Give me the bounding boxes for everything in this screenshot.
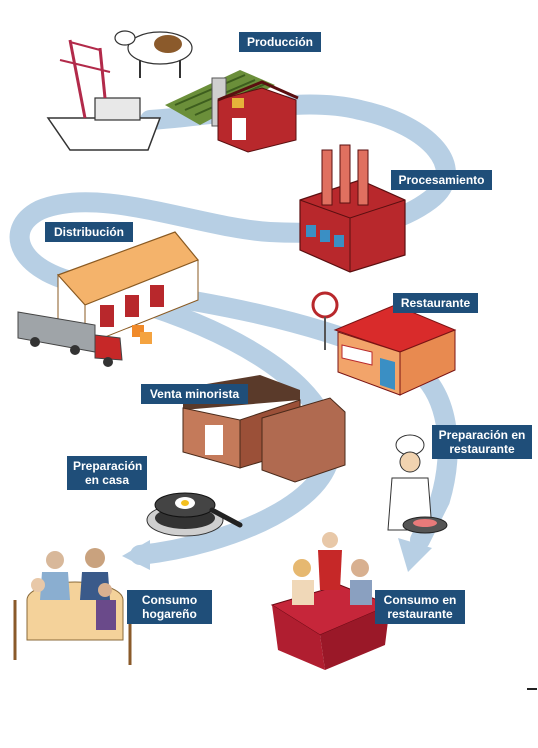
- label-line: restaurante: [449, 442, 515, 456]
- label-line: hogareño: [142, 607, 197, 621]
- label-restaurante: Restaurante: [393, 293, 478, 313]
- edge-dash-mark: [527, 688, 537, 690]
- label-distribucion: Distribución: [45, 222, 133, 242]
- label-consumo-hogareno: Consumo hogareño: [127, 590, 212, 624]
- label-line: Consumo: [141, 593, 198, 607]
- stove-pan-illustration: [146, 492, 243, 537]
- truck-illustration: [17, 311, 123, 367]
- factory-illustration: [299, 144, 406, 273]
- chef-illustration: [387, 434, 448, 534]
- label-procesamiento: Procesamiento: [391, 170, 492, 190]
- label-consumo-restaurante: Consumo en restaurante: [375, 590, 465, 624]
- restaurant-dining-illustration: [270, 532, 392, 670]
- label-line: restaurante: [387, 607, 453, 621]
- label-line: Preparación en: [438, 428, 526, 442]
- label-line: Consumo en: [383, 593, 457, 607]
- cow-illustration: [114, 30, 193, 78]
- flow-arrowheads: [122, 538, 432, 572]
- label-line: Preparación: [73, 459, 143, 473]
- farm-illustration: [165, 70, 299, 153]
- label-line: en casa: [84, 473, 130, 487]
- fishing-boat-illustration: [46, 39, 162, 151]
- label-produccion: Producción: [239, 32, 321, 52]
- label-preparacion-restaurante: Preparación en restaurante: [432, 425, 532, 459]
- home-dining-illustration: [13, 548, 132, 665]
- restaurant-illustration: [311, 291, 457, 396]
- label-preparacion-casa: Preparación en casa: [67, 456, 147, 490]
- label-venta-minorista: Venta minorista: [141, 384, 248, 404]
